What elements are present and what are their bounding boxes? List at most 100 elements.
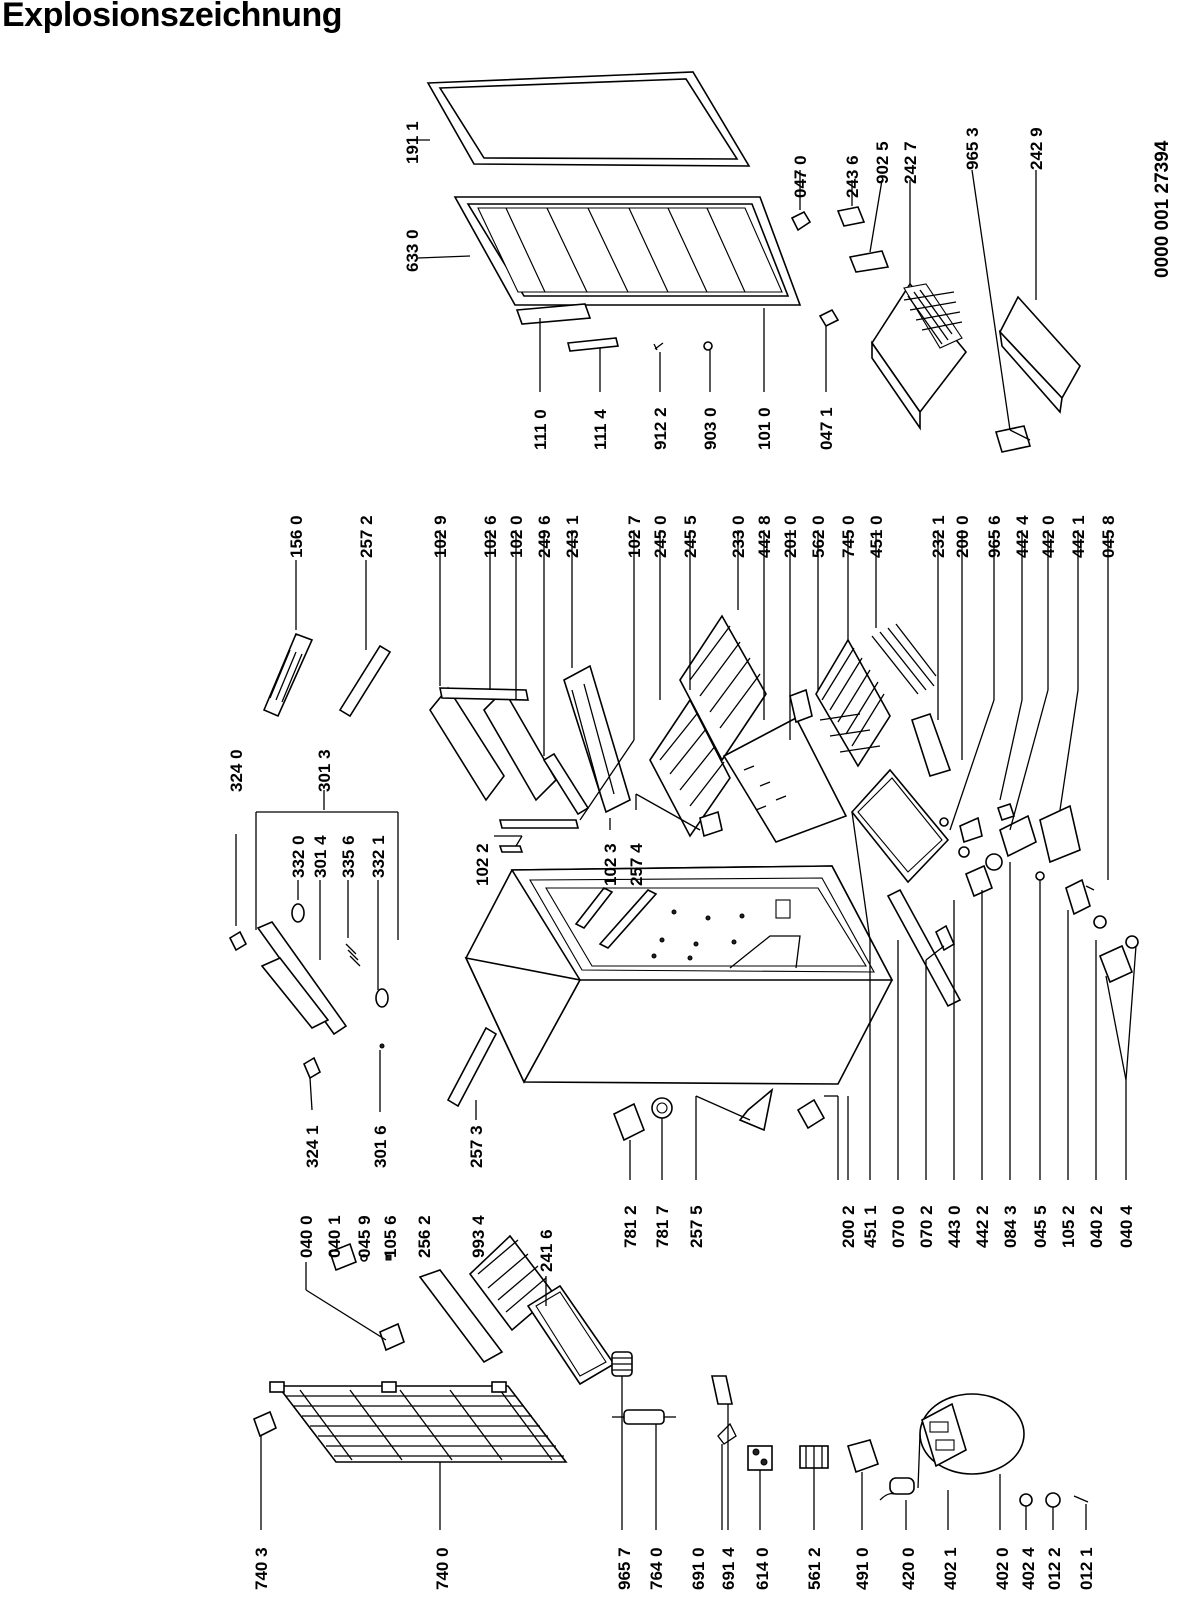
part-number-label: 111 0 (531, 409, 550, 450)
part-number-label: 047 0 (791, 155, 810, 198)
part-number-label: 070 2 (917, 1205, 936, 1248)
part-number-label: 111 4 (591, 409, 610, 450)
part-number-label: 102 2 (473, 843, 492, 886)
part-number-label: 402 4 (1019, 1547, 1038, 1590)
capillary-part (717, 1422, 737, 1445)
part-number-label: 324 0 (227, 749, 246, 792)
part-number-label: 740 3 (252, 1547, 271, 1590)
part-number-label: 257 2 (357, 515, 376, 558)
part-number-label: 070 0 (889, 1205, 908, 1248)
part-number-label: 241 6 (537, 1229, 556, 1272)
freezer-drawer-large (871, 282, 968, 431)
door-rail (446, 1026, 498, 1108)
filter-drier (612, 1409, 676, 1425)
part-number-label: 232 1 (929, 515, 948, 558)
part-number-label: 045 5 (1031, 1205, 1050, 1248)
lamp-cover-round (651, 1097, 673, 1119)
terminal-cover (846, 1439, 880, 1474)
part-number-label: 040 1 (325, 1215, 344, 1258)
ice-scraper (994, 425, 1032, 453)
part-number-label: 105 6 (381, 1215, 400, 1258)
lamp-holder (612, 1102, 646, 1142)
fridge-cabinet (464, 865, 894, 1085)
evaporator (815, 638, 891, 768)
clip-part (848, 250, 890, 273)
part-number-label: 242 7 (901, 141, 920, 184)
door-gasket (426, 71, 751, 167)
part-number-label: 257 5 (687, 1205, 706, 1248)
drain-spring (611, 1351, 633, 1377)
part-number-label: 102 6 (481, 515, 500, 558)
part-number-label: 324 1 (303, 1125, 322, 1168)
part-number-label: 614 0 (753, 1547, 772, 1590)
part-number-label: 965 3 (963, 127, 982, 170)
part-number-label: 200 2 (839, 1205, 858, 1248)
glass-shelf (526, 1284, 616, 1386)
part-number-label: 745 0 (839, 515, 858, 558)
door-handle-strip (567, 337, 619, 352)
shelf-support (738, 1087, 774, 1132)
part-number-label: 402 1 (941, 1547, 960, 1590)
part-number-label: 249 6 (535, 515, 554, 558)
freezer-door (453, 196, 802, 325)
part-number-label: 451 0 (867, 515, 886, 558)
connector-part (799, 1445, 829, 1469)
part-number-label: 201 0 (781, 515, 800, 558)
part-number-label: 442 4 (1013, 515, 1032, 558)
part-number-label: 045 9 (355, 1215, 374, 1258)
part-number-label: 105 2 (1059, 1205, 1078, 1248)
part-number-label: 101 0 (755, 407, 774, 450)
part-number-label: 012 1 (1077, 1547, 1096, 1590)
part-number-label: 691 0 (689, 1547, 708, 1590)
part-number-label: 040 4 (1117, 1205, 1136, 1248)
part-number-label: 691 4 (719, 1547, 738, 1590)
part-number-label: 562 0 (809, 515, 828, 558)
part-number-label: 156 0 (287, 515, 306, 558)
door-hinge-lower (818, 308, 840, 328)
relay-part (747, 1445, 773, 1471)
door-hinge-upper (790, 210, 812, 232)
part-number-label: 257 4 (627, 843, 646, 886)
part-number-label: 764 0 (647, 1547, 666, 1590)
door-switch-part (958, 846, 994, 898)
condenser (252, 1381, 568, 1463)
bottle-rail (338, 644, 392, 718)
part-number-label: 242 9 (1027, 127, 1046, 170)
screw-part (653, 341, 713, 351)
part-number-label: 233 0 (729, 515, 748, 558)
light-switch-cover (934, 924, 956, 952)
part-number-label: 561 2 (805, 1547, 824, 1590)
base-cover (796, 1098, 826, 1130)
thermostat-assembly (939, 802, 1139, 984)
part-number-label: 243 1 (563, 515, 582, 558)
part-number-label: 965 7 (615, 1547, 634, 1590)
part-number-label: 200 0 (953, 515, 972, 558)
part-number-label: 191 1 (403, 121, 422, 164)
part-number-label: 902 5 (873, 141, 892, 184)
part-number-label: 301 4 (311, 835, 330, 878)
part-number-label: 045 8 (1099, 515, 1118, 558)
hinge-pin-part (329, 1242, 357, 1272)
control-panel-assembly (228, 903, 389, 1080)
part-number-label: 102 7 (625, 515, 644, 558)
part-number-label: 442 0 (1039, 515, 1058, 558)
stop-part (385, 1254, 392, 1261)
part-number-label: 102 9 (431, 515, 450, 558)
part-number-label: 084 3 (1001, 1205, 1020, 1248)
bushing-part (360, 1254, 368, 1262)
part-number-label: 442 8 (755, 515, 774, 558)
part-number-label: 332 1 (369, 835, 388, 878)
freezer-drawer-small (998, 295, 1081, 414)
hinge-bracket (379, 1322, 405, 1352)
part-number-label: 243 6 (843, 155, 862, 198)
part-number-label: 047 1 (817, 407, 836, 450)
bottle-shelf (563, 664, 631, 814)
part-number-label: 245 0 (651, 515, 670, 558)
part-number-label: 443 0 (945, 1205, 964, 1248)
bottom-rail (886, 888, 962, 1008)
part-number-label: 040 2 (1087, 1205, 1106, 1248)
part-number-label: 442 2 (973, 1205, 992, 1248)
document-number: 0000 001 27394 (1152, 140, 1173, 278)
wire-shelf-set (649, 614, 767, 838)
